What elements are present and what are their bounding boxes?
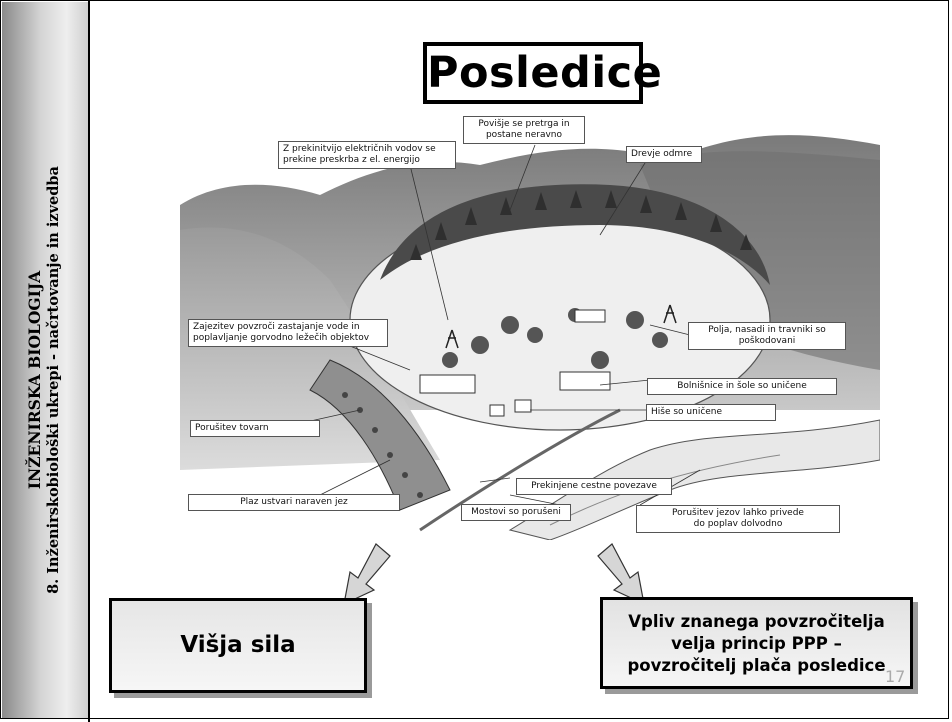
callout-dambreak: Porušitev jezov lahko privede do poplav … — [636, 505, 840, 533]
callout-fields: Polja, nasadi in travniki so poškodovani — [688, 322, 846, 350]
slide-number: 17 — [885, 667, 905, 686]
polluter-pays-box: Vpliv znanega povzročitelja velja princi… — [600, 597, 913, 689]
callout-road: Prekinjene cestne povezave — [516, 478, 672, 495]
callout-landslide: Plaz ustvari naraven jez — [188, 494, 400, 511]
sidebar-divider — [88, 0, 90, 722]
sidebar-text: INŽENIRSKA BIOLOGIJA 8. Inženirskobiološ… — [25, 166, 63, 594]
callout-power: Z prekinitvijo električnih vodov se prek… — [278, 141, 456, 169]
force-majeure-box: Višja sila — [109, 598, 367, 693]
callout-trees: Drevje odmre — [626, 146, 702, 163]
callout-hospitals: Bolnišnice in šole so uničene — [647, 378, 837, 395]
callout-houses: Hiše so uničene — [646, 404, 776, 421]
slide-title: Posledice — [423, 42, 643, 104]
callout-groundwater: Povišje se pretrga in postane neravno — [463, 116, 585, 144]
callout-factory: Porušitev tovarn — [190, 420, 320, 437]
sidebar-subtitle: 8. Inženirskobiološki ukrepi - načrtovan… — [44, 166, 63, 594]
callout-bridges: Mostovi so porušeni — [461, 504, 571, 521]
callout-dam: Zajezitev povzroči zastajanje vode in po… — [188, 319, 388, 347]
sidebar-title: INŽENIRSKA BIOLOGIJA — [25, 166, 44, 594]
